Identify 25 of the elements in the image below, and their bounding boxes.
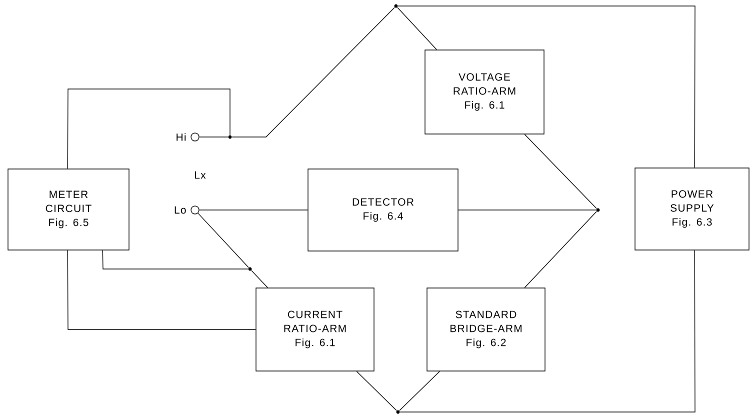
wire — [232, 7, 395, 138]
block-box: DETECTOR Fig. 6.4 — [308, 168, 458, 252]
wire — [397, 7, 437, 50]
wire — [199, 136, 228, 138]
wire — [356, 371, 397, 411]
wire — [524, 211, 597, 288]
wire — [251, 270, 268, 288]
wire — [67, 88, 230, 169]
terminal-label: Lo — [174, 206, 186, 214]
wire — [398, 6, 696, 168]
wire — [524, 134, 597, 209]
wire — [102, 250, 248, 270]
terminal-circle — [190, 132, 200, 142]
block-box: STANDARD BRIDGE-ARM Fig. 6.2 — [426, 288, 546, 372]
terminal-label: Hi — [176, 133, 186, 141]
terminal-label: Lx — [195, 171, 206, 179]
block-box: VOLTAGE RATIO-ARM Fig. 6.1 — [424, 50, 544, 134]
terminal-circle — [190, 206, 200, 214]
wire — [198, 212, 249, 268]
block-box: POWER SUPPLY Fig. 6.3 — [634, 168, 750, 250]
block-box: METER CIRCUIT Fig. 6.5 — [8, 168, 130, 250]
wire — [67, 250, 256, 330]
wire — [400, 250, 696, 412]
block-box: CURRENT RATIO-ARM Fig. 6.1 — [256, 288, 374, 372]
wire — [399, 371, 440, 411]
